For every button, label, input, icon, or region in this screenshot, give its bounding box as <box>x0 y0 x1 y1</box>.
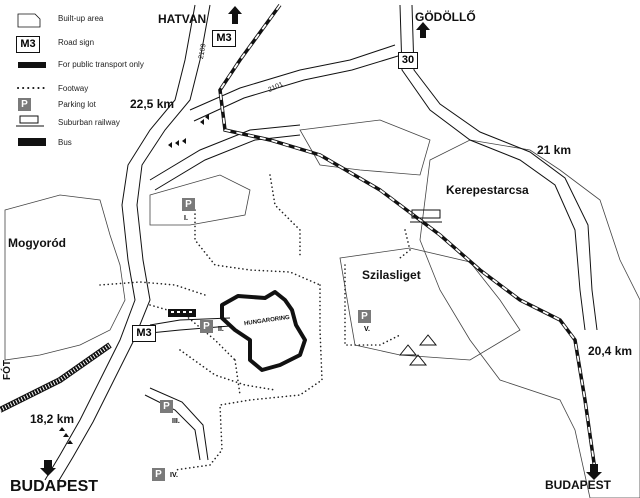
legend-symbols <box>16 13 47 146</box>
distance-railway: 20,4 km <box>588 344 633 358</box>
legend-road-sign-icon: M3 <box>16 36 40 53</box>
parking-lot-2-number: II. <box>218 326 224 333</box>
footways <box>99 174 411 471</box>
place-hatvan: HATVAN <box>158 12 207 26</box>
road-sign-30: 30 <box>398 52 418 69</box>
built-up-areas <box>4 119 640 498</box>
parking-lot-1-icon: P <box>182 198 195 211</box>
parking-lot-5-number: V. <box>364 326 370 333</box>
place-kerepestarcsa: Kerepestarcsa <box>446 183 529 197</box>
legend-public-transport-icon <box>18 62 46 68</box>
parking-lot-4-icon: P <box>152 468 165 481</box>
legend-built-up-label: Built-up area <box>58 14 104 23</box>
arrow-down-budapest-left-icon <box>40 460 56 476</box>
distance-budapest-junction: 18,2 km <box>30 412 75 426</box>
built-up-top-left <box>149 174 251 226</box>
arrow-up-godollo-icon <box>416 22 430 38</box>
distance-hatvan-junction: 22,5 km <box>130 97 175 111</box>
junction-marks <box>59 114 209 444</box>
legend-footway-label: Footway <box>58 84 89 93</box>
arrow-up-hatvan-icon <box>228 6 242 24</box>
legend-railway-label: Suburban railway <box>58 118 120 127</box>
parking-lot-2-icon: P <box>200 320 213 333</box>
built-up-mogyorod <box>4 194 126 361</box>
parking-lot-1-number: I. <box>184 215 188 222</box>
place-budapest-left: BUDAPEST <box>10 478 99 495</box>
legend-bus-label: Bus <box>58 138 72 147</box>
parking-lot-5-icon: P <box>358 310 371 323</box>
legend-parking-label: Parking lot <box>58 100 96 109</box>
direction-arrows <box>40 6 602 480</box>
place-mogyorod: Mogyoród <box>8 236 66 250</box>
legend-public-transport-label: For public transport only <box>58 60 144 69</box>
place-godollo: GÖDÖLLŐ <box>415 10 476 24</box>
suburban-railway <box>218 3 597 471</box>
built-up-szilasliget <box>339 247 521 361</box>
place-budapest-right: BUDAPEST <box>545 478 612 492</box>
place-szilasliget: Szilasliget <box>362 268 421 282</box>
built-up-top-right <box>299 119 431 176</box>
roads <box>44 4 598 483</box>
legend-bus-icon <box>18 138 46 146</box>
legend-built-up-icon <box>17 13 41 28</box>
built-up-kerepestarcsa <box>419 139 640 498</box>
train-icon <box>410 209 442 223</box>
parking-lot-3-icon: P <box>160 400 173 413</box>
legend-road-sign-label: Road sign <box>58 38 95 47</box>
road-sign-m3-top: M3 <box>212 30 236 47</box>
arrow-down-budapest-right-icon <box>586 464 602 480</box>
place-fot: FÓT <box>2 360 13 380</box>
legend-parking-icon: P <box>18 98 31 111</box>
parking-lot-3-number: III. <box>172 418 180 425</box>
tent-icons <box>398 334 438 366</box>
distance-road-30: 21 km <box>537 143 572 157</box>
bus-icon <box>168 309 196 317</box>
parking-lot-4-number: IV. <box>170 472 178 479</box>
legend-railway-icon <box>19 115 39 124</box>
road-sign-m3-bottom: M3 <box>132 325 156 342</box>
public-transport-line <box>0 342 112 413</box>
hungaroring-track <box>220 290 307 372</box>
